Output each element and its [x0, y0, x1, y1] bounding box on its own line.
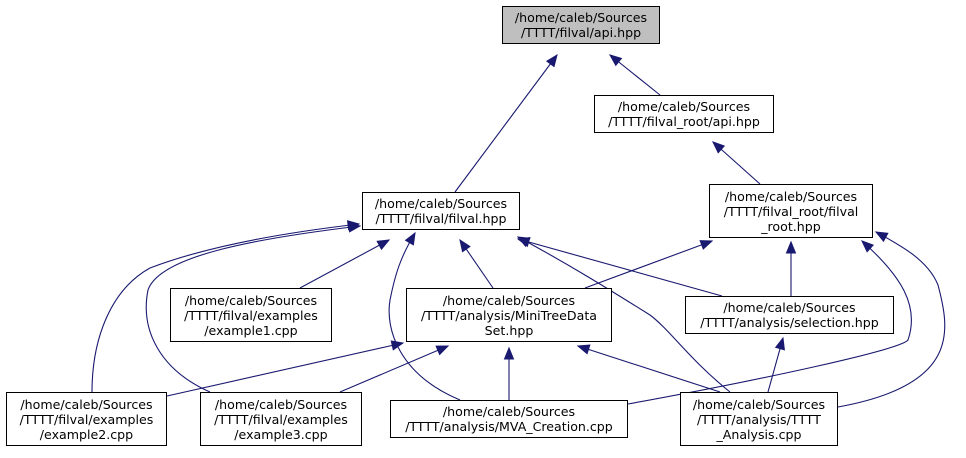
- node-line: /TTTT/analysis/selection.hpp: [700, 315, 879, 330]
- arrowhead-example3-to-filval: [347, 222, 362, 233]
- edge-mva-to-filval: [388, 232, 461, 401]
- edge-example2-to-minitree: [166, 342, 404, 397]
- node-line: /home/caleb/Sources: [374, 196, 508, 211]
- node-line: /TTTT/filval_root/filval: [723, 203, 859, 219]
- arrowhead-tttt_analysis-to-filval: [516, 236, 531, 248]
- arrowhead-selection-to-filval_root: [785, 240, 797, 254]
- node-filval-root[interactable]: /home/caleb/Sources /TTTT/filval_root/fi…: [709, 184, 873, 238]
- node-line: /home/caleb/Sources: [692, 396, 826, 412]
- node-line: /TTTT/filval/examples: [214, 411, 348, 427]
- arrowhead-minitree-to-filval: [459, 238, 471, 253]
- node-example2[interactable]: /home/caleb/Sources /TTTT/filval/example…: [6, 392, 167, 446]
- edge-selection-to-filval: [517, 238, 723, 297]
- node-line: /TTTT/analysis/MVA_Creation.cpp: [405, 419, 613, 434]
- arrowhead-tttt_analysis-to-filval_root: [874, 231, 889, 243]
- node-line: /TTTT/filval/api.hpp: [520, 25, 642, 40]
- node-line: /TTTT/filval/filval.hpp: [375, 211, 507, 226]
- arrowhead-filval-to-api: [545, 53, 558, 68]
- arrowhead-example1-to-filval: [376, 239, 391, 251]
- arrowhead-mva-to-minitree: [503, 346, 515, 360]
- node-line: /home/caleb/Sources: [442, 404, 576, 419]
- arrowhead-mva-to-filval_root: [861, 240, 875, 253]
- node-example3[interactable]: /home/caleb/Sources /TTTT/filval/example…: [200, 392, 362, 446]
- edge-tttt_analysis-to-minitree: [577, 345, 721, 393]
- arrowhead-tttt_analysis-to-minitree: [576, 344, 591, 355]
- node-filval[interactable]: /home/caleb/Sources /TTTT/filval/filval.…: [362, 192, 520, 230]
- edge-example1-to-filval: [299, 239, 390, 289]
- arrowhead-minitree-to-filval_root: [699, 240, 714, 250]
- edge-minitree-to-filval_root: [584, 240, 713, 289]
- node-line: /TTTT/analysis/TTTT: [697, 411, 821, 427]
- arrowhead-tttt_analysis-to-selection: [774, 336, 785, 351]
- edge-example3-to-minitree: [339, 345, 449, 393]
- node-example1[interactable]: /home/caleb/Sources /TTTT/filval/example…: [170, 288, 332, 342]
- edge-filval-to-api: [454, 54, 558, 193]
- edge-example2-to-filval: [91, 223, 360, 393]
- node-line: /example1.cpp: [204, 322, 298, 338]
- node-mva-creation[interactable]: /home/caleb/Sources /TTTT/analysis/MVA_C…: [390, 400, 628, 438]
- node-line: /home/caleb/Sources: [20, 396, 153, 412]
- arrowhead-root_api-to-api: [608, 54, 623, 67]
- edge-tttt_analysis-to-filval: [517, 236, 731, 393]
- edge-mva-to-filval_root: [627, 240, 912, 405]
- node-line: /TTTT/filval/examples: [19, 411, 154, 427]
- node-line: /home/caleb/Sources: [723, 300, 856, 315]
- node-line: /TTTT/filval_root/api.hpp: [608, 114, 760, 129]
- edge-tttt_analysis-to-filval_root: [837, 231, 946, 408]
- node-root-api[interactable]: /home/caleb/Sources /TTTT/filval_root/ap…: [594, 95, 774, 133]
- node-line: /example2.cpp: [39, 426, 134, 442]
- node-api: /home/caleb/Sources /TTTT/filval/api.hpp: [502, 6, 660, 44]
- node-line: Set.hpp: [484, 322, 534, 338]
- node-line: _Analysis.cpp: [716, 426, 802, 442]
- edge-example3-to-filval: [145, 225, 361, 393]
- node-line: /home/caleb/Sources: [184, 292, 318, 308]
- node-line: /home/caleb/Sources: [514, 10, 648, 25]
- node-line: /TTTT/analysis/MiniTreeData: [421, 307, 597, 323]
- node-line: /home/caleb/Sources: [617, 99, 751, 114]
- arrowhead-example2-to-minitree: [390, 340, 405, 351]
- arrowhead-example3-to-minitree: [435, 345, 450, 356]
- node-line: /home/caleb/Sources: [214, 396, 348, 412]
- arrowhead-filval_root-to-root_api: [712, 141, 726, 154]
- node-selection[interactable]: /home/caleb/Sources /TTTT/analysis/selec…: [685, 296, 894, 334]
- node-line: /TTTT/filval/examples: [184, 307, 318, 323]
- node-line: /example3.cpp: [234, 426, 328, 442]
- node-minitree[interactable]: /home/caleb/Sources /TTTT/analysis/MiniT…: [406, 288, 612, 342]
- node-tttt-analysis[interactable]: /home/caleb/Sources /TTTT/analysis/TTTT …: [680, 392, 838, 446]
- node-line: _root.hpp: [761, 218, 821, 234]
- arrowhead-mva-to-filval: [404, 231, 416, 246]
- node-line: /home/caleb/Sources: [442, 292, 576, 308]
- node-line: /home/caleb/Sources: [724, 188, 858, 204]
